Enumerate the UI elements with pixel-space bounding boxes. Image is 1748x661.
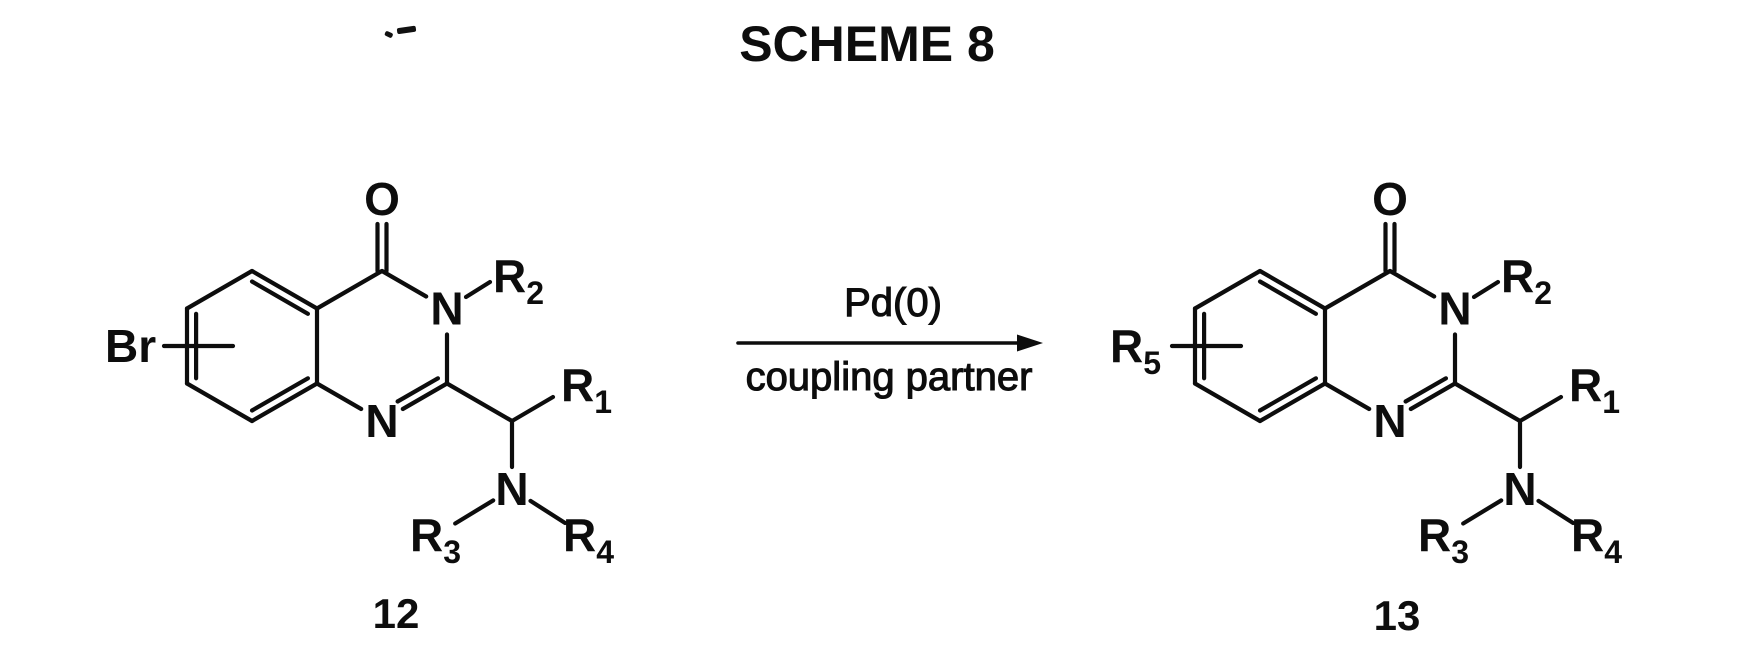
aryl-substituent-label: R5 xyxy=(1110,320,1161,381)
c2-ch-bond xyxy=(1452,381,1523,424)
bond xyxy=(1257,268,1328,311)
substituent-base: R xyxy=(1110,320,1143,372)
n3-r2-bond xyxy=(463,279,493,300)
r3-subscript: 3 xyxy=(443,534,461,570)
scan-artifact-mark xyxy=(384,31,393,38)
scan-artifact xyxy=(384,25,417,38)
r1-base: R xyxy=(1569,359,1602,411)
ch-r1-bond xyxy=(1517,394,1564,424)
bond xyxy=(1192,268,1263,311)
reaction-arrow: Pd(0) coupling partner xyxy=(736,280,1043,400)
scan-artifact-mark xyxy=(396,25,417,34)
r4-subscript: 4 xyxy=(1604,534,1622,570)
ring-n1-label: N xyxy=(365,395,398,447)
r1-label: R1 xyxy=(1569,359,1620,420)
r1-subscript: 1 xyxy=(594,384,612,420)
n-r3-bond xyxy=(1461,498,1504,526)
pyrimidinone-ring xyxy=(1322,221,1458,412)
double-bond-inner xyxy=(249,376,310,413)
c2-ch-bond xyxy=(444,381,515,424)
compound-13-id: 13 xyxy=(1374,592,1421,639)
carbonyl-oxygen-label: O xyxy=(364,173,400,225)
bond xyxy=(314,381,364,412)
amine-n-label: N xyxy=(1503,463,1536,515)
bond xyxy=(249,268,320,311)
n3-r2-bond xyxy=(1471,279,1501,300)
r4-base: R xyxy=(1571,509,1604,561)
double-bond-inner xyxy=(249,279,310,316)
ring-n3-label: N xyxy=(1438,283,1471,335)
substituent-base: Br xyxy=(105,320,156,372)
arrow-head xyxy=(1017,334,1043,352)
benzene-ring xyxy=(184,268,320,424)
r3-base: R xyxy=(1418,509,1451,561)
r2-base: R xyxy=(493,250,526,302)
bond xyxy=(314,268,385,311)
r2-subscript: 2 xyxy=(1534,275,1552,311)
r4-subscript: 4 xyxy=(596,534,614,570)
carbonyl-oxygen-label: O xyxy=(1372,173,1408,225)
double-bond-inner xyxy=(1257,279,1318,316)
r3-subscript: 3 xyxy=(1451,534,1469,570)
amine-n-label: N xyxy=(495,463,528,515)
ring-n3-label: N xyxy=(430,283,463,335)
r1-base: R xyxy=(561,359,594,411)
double-bond-inner xyxy=(1403,376,1448,404)
r2-label: R2 xyxy=(493,250,544,311)
ring-n1-label: N xyxy=(1373,395,1406,447)
r4-base: R xyxy=(563,509,596,561)
bond xyxy=(1257,381,1328,424)
scheme-title: SCHEME 8 xyxy=(739,16,995,72)
n-r3-bond xyxy=(453,498,496,526)
bond xyxy=(1322,381,1372,412)
compound-12-structure: O N N N R2 R1 R3 R4 Br 12 xyxy=(105,173,614,637)
bond xyxy=(1387,268,1437,299)
compound-12-id: 12 xyxy=(373,590,420,637)
bond xyxy=(1322,268,1393,311)
r1-label: R1 xyxy=(561,359,612,420)
bond xyxy=(379,268,429,299)
bond xyxy=(184,268,255,311)
ch-r1-bond xyxy=(509,394,556,424)
r2-label: R2 xyxy=(1501,250,1552,311)
r1-subscript: 1 xyxy=(1602,384,1620,420)
r2-base: R xyxy=(1501,250,1534,302)
double-bond-inner xyxy=(395,376,440,404)
compound-13-structure: O N N N R2 R1 R3 R4 R5 13 xyxy=(1110,173,1622,639)
bond xyxy=(400,381,450,412)
aryl-substituent-label: Br xyxy=(105,320,156,372)
double-bond-inner xyxy=(1257,376,1318,413)
r3-base: R xyxy=(410,509,443,561)
bond xyxy=(1408,381,1458,412)
r2-subscript: 2 xyxy=(526,275,544,311)
r4-label: R4 xyxy=(1571,509,1622,570)
pyrimidinone-ring xyxy=(314,221,450,412)
bond xyxy=(249,381,320,424)
r4-label: R4 xyxy=(563,509,614,570)
n-r4-bond xyxy=(1536,498,1576,526)
substituent-subscript: 5 xyxy=(1143,345,1161,381)
bond xyxy=(184,381,255,424)
reagent-label: coupling partner xyxy=(746,355,1033,399)
n-r4-bond xyxy=(528,498,568,526)
r3-label: R3 xyxy=(1418,509,1469,570)
bond xyxy=(1192,381,1263,424)
catalyst-label: Pd(0) xyxy=(844,281,942,325)
r3-label: R3 xyxy=(410,509,461,570)
